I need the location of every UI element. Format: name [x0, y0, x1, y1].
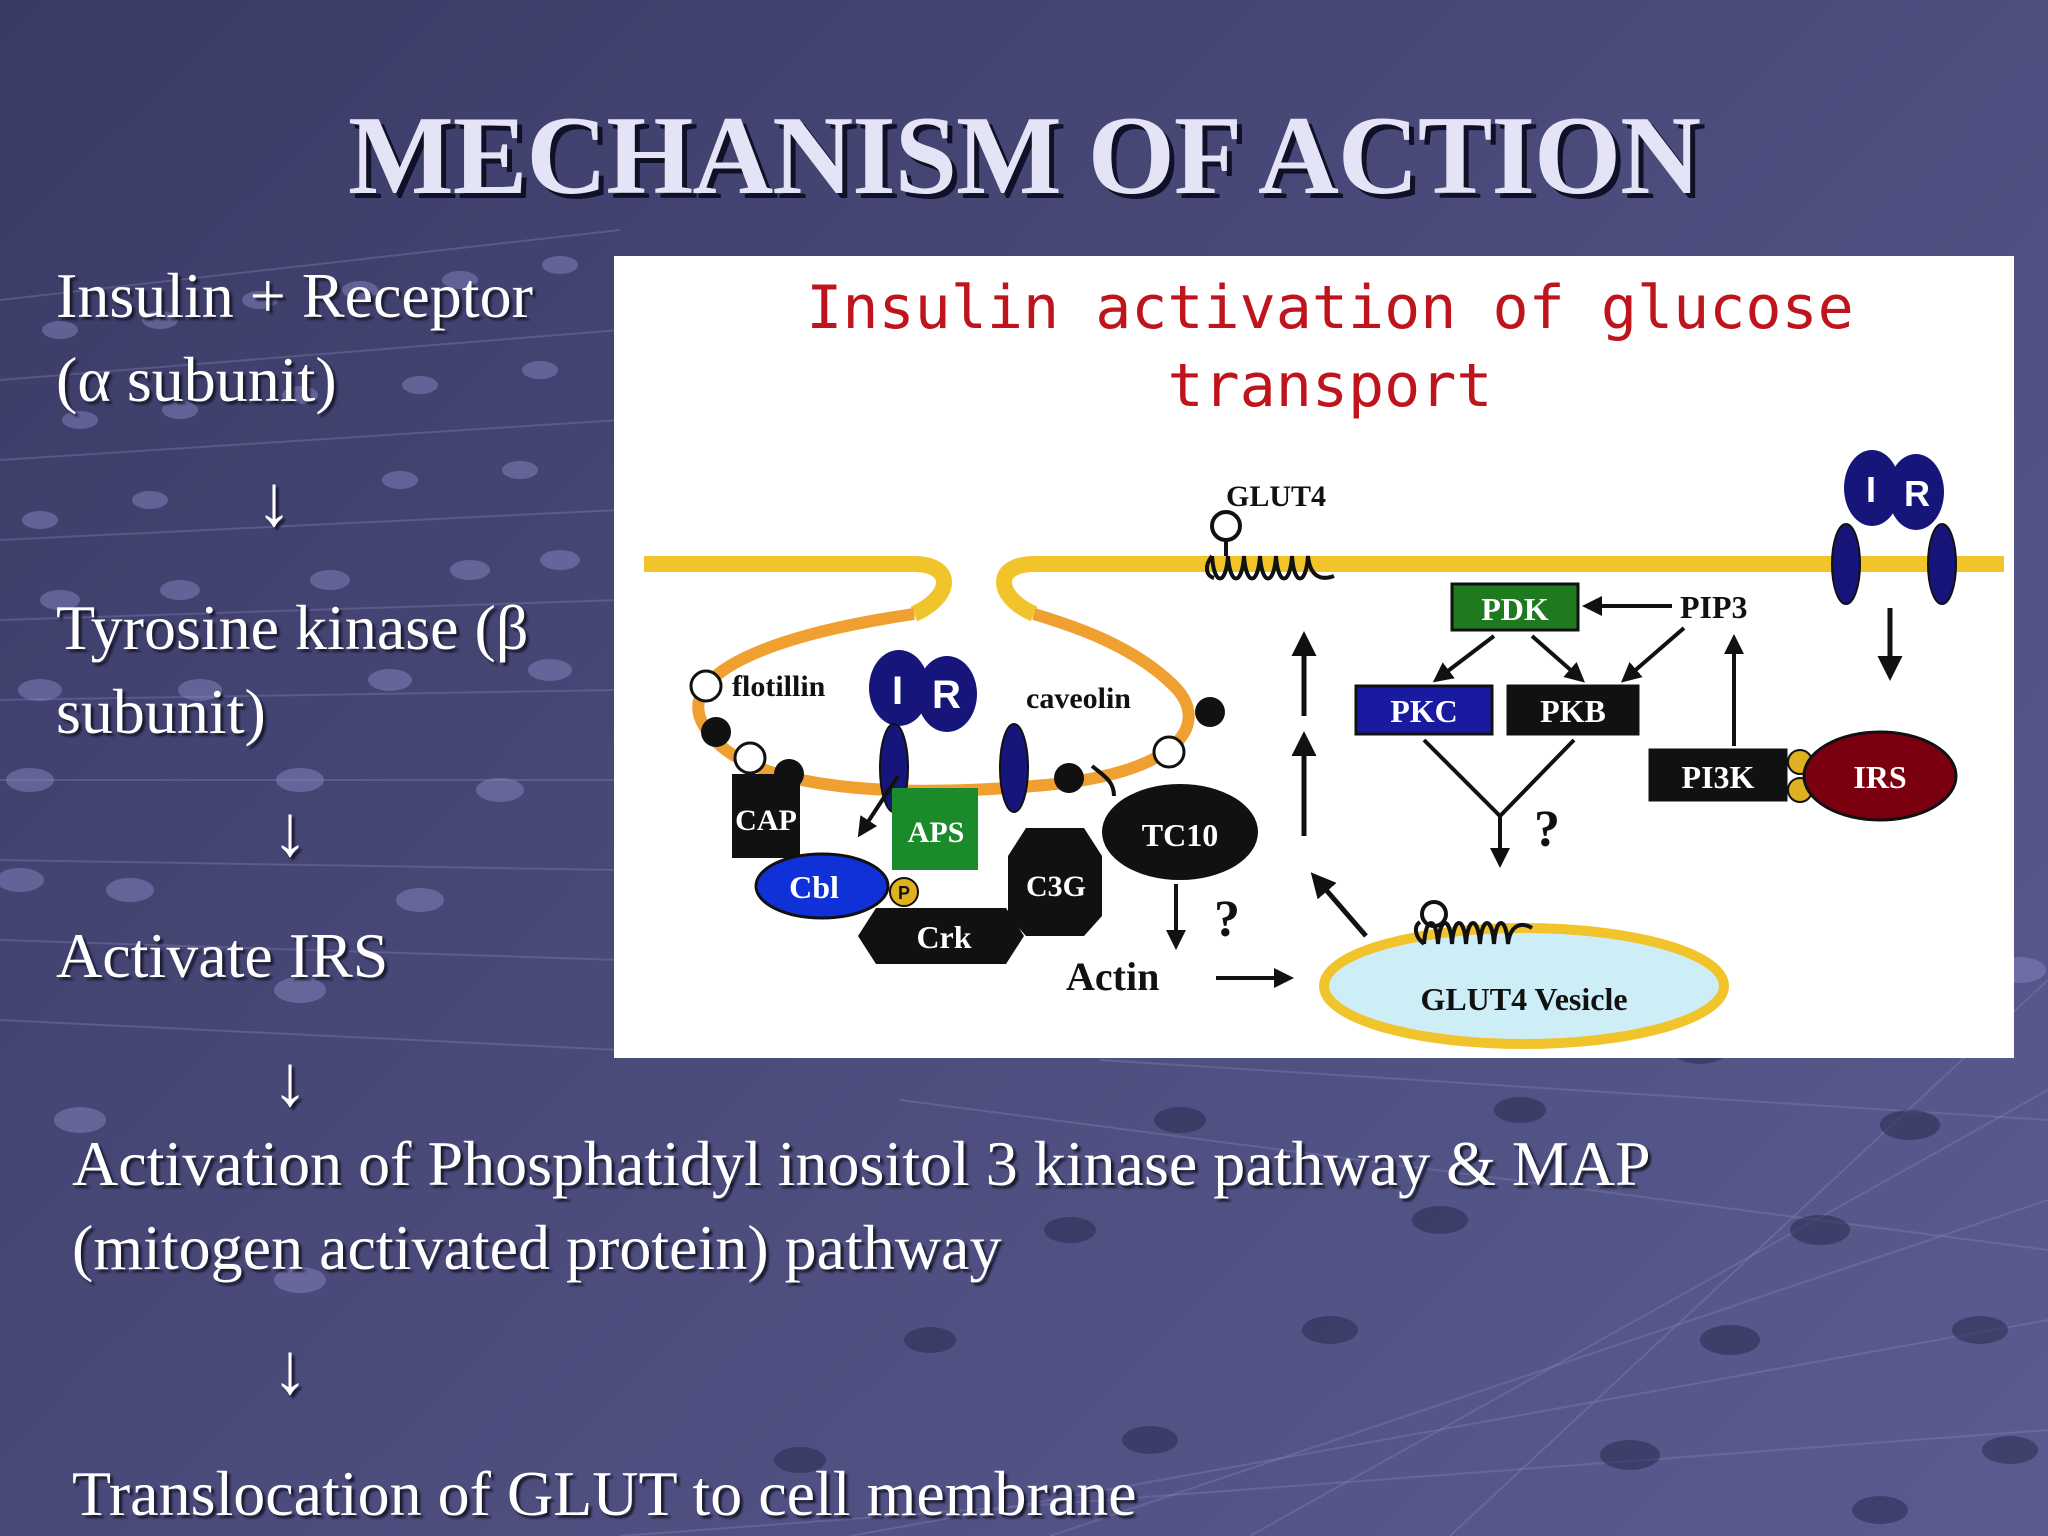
pdk-label: PDK — [1481, 591, 1549, 627]
c3g-label: C3G — [1026, 870, 1086, 903]
step-activate-irs: Activate IRS — [56, 920, 389, 991]
step-glut-translocation: Translocation of GLUT to cell membrane — [72, 1458, 1137, 1529]
pi3k-label: PI3K — [1682, 759, 1755, 795]
ir-label: R — [932, 673, 961, 717]
irs-label: IRS — [1853, 759, 1906, 795]
ir-label: I — [892, 669, 903, 713]
ir-label: I — [1866, 469, 1876, 510]
caveolin-label: caveolin — [1026, 682, 1131, 715]
pip3-label: PIP3 — [1680, 589, 1748, 625]
question-mark: ? — [1214, 891, 1240, 948]
down-arrow-icon: ↓ — [272, 791, 308, 871]
figure-title-line1: Insulin activation of glucose — [806, 273, 1854, 343]
tc10-label: TC10 — [1142, 817, 1218, 853]
down-arrow-icon: ↓ — [272, 1041, 308, 1121]
pkb-label: PKB — [1540, 693, 1606, 729]
figure-title-line2: transport — [1167, 351, 1492, 421]
raft-beads — [689, 669, 1225, 793]
aps-label: APS — [908, 816, 965, 849]
plasma-membrane — [644, 556, 2004, 622]
flotillin-label: flotillin — [732, 670, 826, 703]
insulin-receptor-membrane: I R — [1831, 450, 1957, 605]
step-insulin-receptor: Insulin + Receptor — [56, 260, 533, 331]
question-mark: ? — [1534, 801, 1560, 858]
down-arrow-icon: ↓ — [272, 1329, 308, 1409]
cbl-label: Cbl — [789, 869, 839, 905]
glut4-vesicle-label: GLUT4 Vesicle — [1420, 981, 1627, 1017]
phospho-label: P — [898, 883, 910, 903]
slide-title: MECHANISM OF ACTION — [347, 94, 1701, 218]
ir-label: R — [1904, 473, 1930, 514]
glut4-transporter — [1205, 510, 1335, 581]
down-arrow-icon: ↓ — [256, 461, 292, 541]
glut4-label: GLUT4 — [1226, 480, 1326, 513]
step-mitogen-pathway: (mitogen activated protein) pathway — [72, 1212, 1002, 1283]
cap-label: CAP — [735, 804, 797, 837]
signaling-complex: CAP APS Cbl P Crk C3G TC10 — [732, 764, 1258, 964]
insulin-glucose-transport-figure: Insulin activation of glucose transport … — [614, 256, 2014, 1058]
step-alpha-subunit: (α subunit) — [56, 344, 337, 415]
step-beta-subunit: subunit) — [56, 676, 266, 747]
glut4-vesicle — [1319, 923, 1729, 1049]
step-pi3k-map-activation: Activation of Phosphatidyl inositol 3 ki… — [72, 1128, 1651, 1199]
pkc-label: PKC — [1390, 693, 1458, 729]
actin-label: Actin — [1066, 954, 1159, 999]
step-tyrosine-kinase: Tyrosine kinase (β — [56, 592, 529, 663]
vesicle-glut4-transporter — [1413, 900, 1534, 946]
crk-label: Crk — [916, 919, 971, 955]
pathway-diagram: Insulin activation of glucose transport … — [644, 273, 2004, 1049]
